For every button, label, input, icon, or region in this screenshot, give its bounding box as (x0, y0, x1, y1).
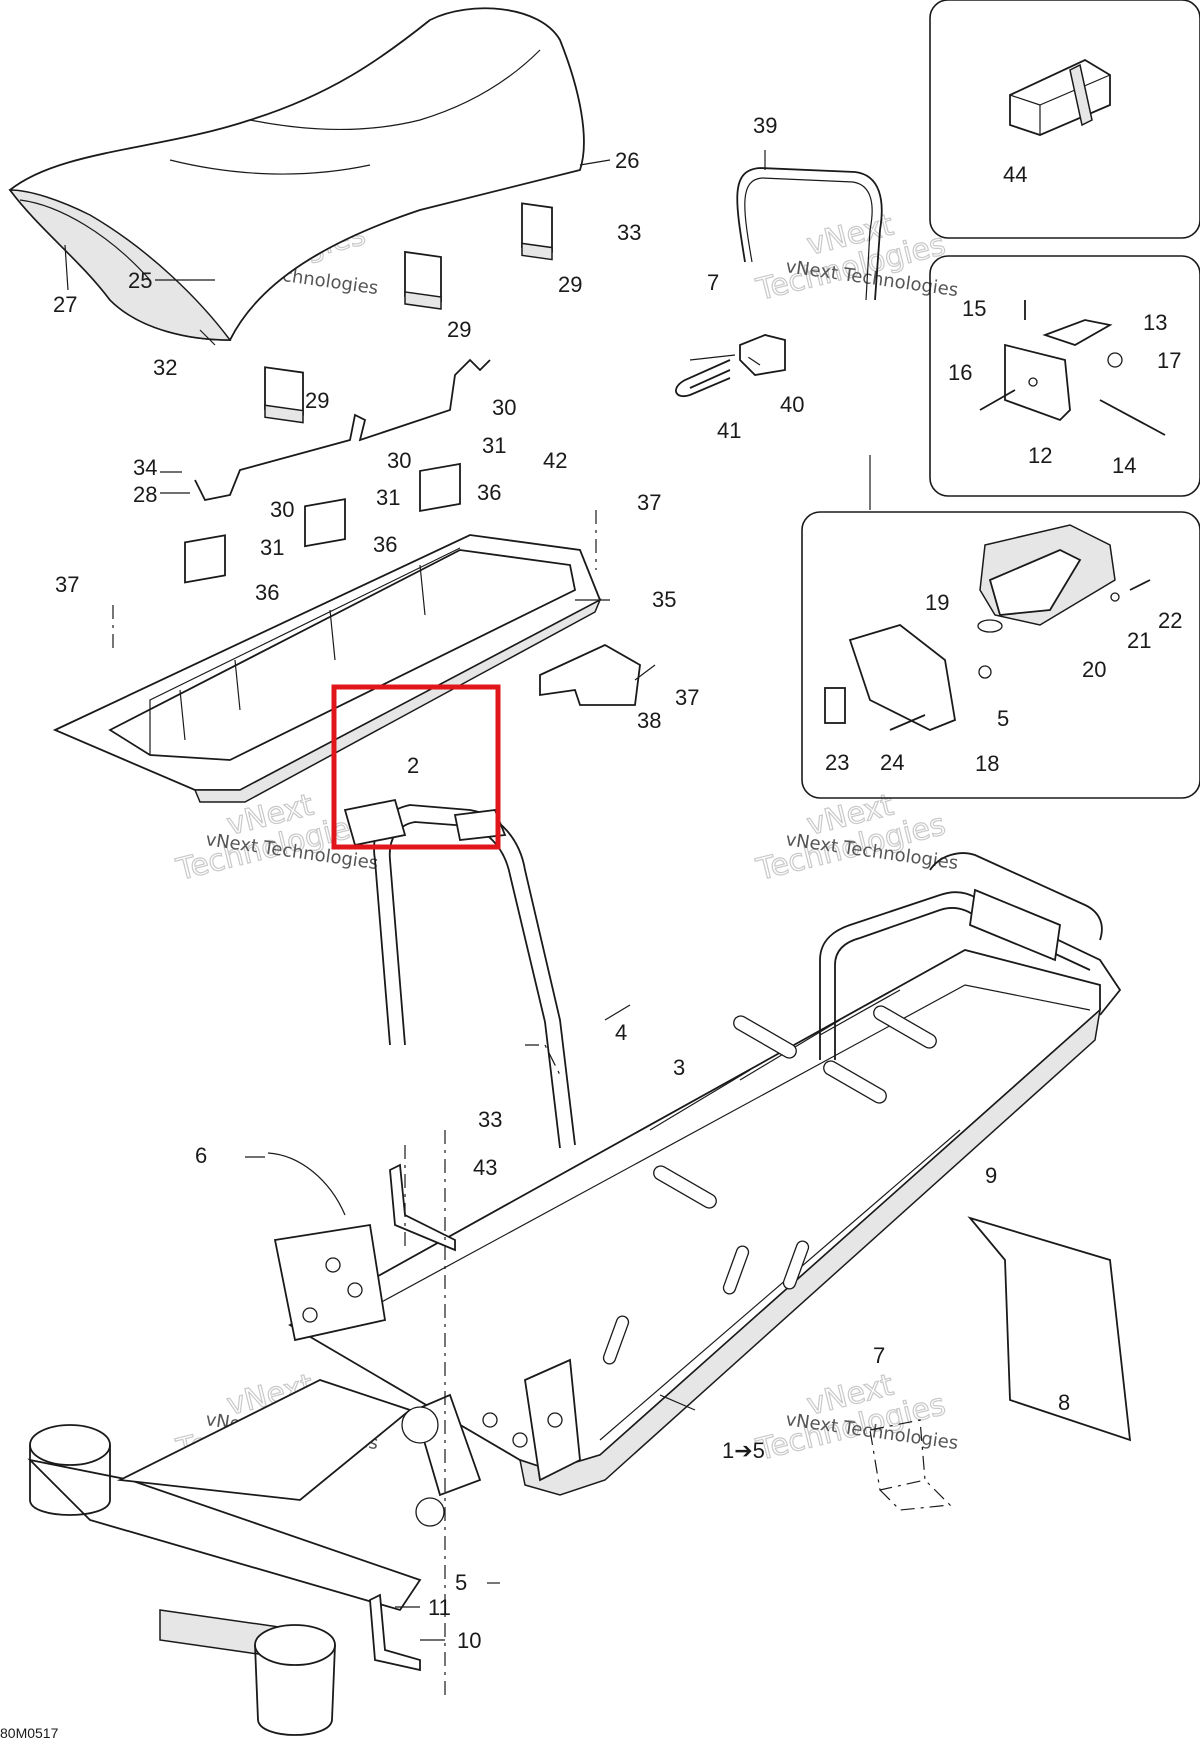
callout-41: 41 (717, 418, 741, 443)
callout-33-top: 33 (617, 220, 641, 245)
callout-30-upper: 30 (492, 395, 516, 420)
callout-2: 2 (407, 753, 419, 778)
callout-23: 23 (825, 750, 849, 775)
callout-21: 21 (1127, 628, 1151, 653)
storage-box (52, 534, 602, 803)
callout-12: 12 (1028, 443, 1052, 468)
latch-36-a (184, 534, 226, 584)
callouts: 1➔5 2 3 4 5 5 6 7 7 8 9 10 11 12 13 14 1… (53, 113, 1182, 1653)
seat-assembly (8, 7, 585, 341)
highlight-box (331, 684, 501, 850)
callout-30-lower: 30 (270, 497, 294, 522)
callout-38: 38 (637, 708, 661, 733)
callout-5-taillight: 5 (997, 706, 1009, 731)
callout-17: 17 (1157, 348, 1181, 373)
callout-37-upper: 37 (637, 490, 661, 515)
hinge-left (264, 366, 304, 424)
inset-panel-item-44 (929, 0, 1200, 239)
callout-14: 14 (1112, 453, 1136, 478)
watermark-top-right: vNext Technologies vNext Technologies (752, 207, 960, 309)
callout-25: 25 (128, 268, 152, 293)
callout-5-frame: 5 (455, 1570, 467, 1595)
rear-bumper (343, 798, 576, 1149)
hinge-middle (404, 250, 442, 310)
latch-36-c (419, 462, 461, 513)
leader-lines (64, 150, 871, 1641)
callout-19: 19 (925, 590, 949, 615)
callout-16: 16 (948, 360, 972, 385)
wire-rod (194, 358, 491, 502)
inset-panel-taillight (801, 511, 1200, 799)
bracket-43 (389, 1163, 456, 1252)
mounting-bracket-assembly (979, 300, 1166, 436)
callout-30-middle: 30 (387, 448, 411, 473)
bracket-40 (739, 334, 786, 376)
chassis-tunnel (288, 949, 1102, 1496)
latch-36-b (304, 498, 346, 548)
callout-29-right: 29 (558, 272, 582, 297)
callout-20: 20 (1082, 657, 1106, 682)
callout-24: 24 (880, 750, 904, 775)
callout-36-middle: 36 (373, 532, 397, 557)
watermark-bottom-right: vNext Technologies vNext Technologies (752, 1367, 960, 1469)
hitch-bracket (869, 1419, 952, 1511)
bracket-38 (539, 643, 641, 706)
callout-7-tunnel: 7 (873, 1343, 885, 1368)
callout-31-middle: 31 (376, 485, 400, 510)
callout-42: 42 (543, 448, 567, 473)
watermark-mid-right: vNext Technologies vNext Technologies (752, 787, 960, 889)
bracket-10 (369, 1593, 421, 1672)
callout-35: 35 (652, 587, 676, 612)
grab-handle (736, 167, 883, 301)
rear-rack (819, 852, 1122, 1060)
callout-37-right: 37 (675, 685, 699, 710)
callout-13: 13 (1143, 310, 1167, 335)
callout-10: 10 (457, 1628, 481, 1653)
callout-6: 6 (195, 1143, 207, 1168)
callout-34: 34 (133, 455, 157, 480)
callout-29-middle: 29 (447, 317, 471, 342)
callout-32: 32 (153, 355, 177, 380)
front-frame (27, 1223, 581, 1736)
callout-27: 27 (53, 292, 77, 317)
callout-18: 18 (975, 751, 999, 776)
callout-1-5: 1➔5 (722, 1438, 765, 1463)
callout-31-upper: 31 (482, 433, 506, 458)
callout-4: 4 (615, 1020, 627, 1045)
callout-33-bottom: 33 (478, 1107, 502, 1132)
inset-panel-items-12-17 (929, 255, 1200, 497)
callout-40: 40 (780, 392, 804, 417)
callout-43: 43 (473, 1155, 497, 1180)
hinge-right (521, 202, 553, 261)
callout-31-lower: 31 (260, 535, 284, 560)
callout-37-left: 37 (55, 572, 79, 597)
callout-28: 28 (133, 482, 157, 507)
item-44-block (1009, 58, 1111, 136)
callout-36-upper: 36 (477, 480, 501, 505)
callout-11: 11 (428, 1595, 451, 1620)
clip-41 (675, 359, 731, 398)
callout-44: 44 (1003, 162, 1027, 187)
callout-9: 9 (985, 1163, 997, 1188)
taillight-assembly (824, 524, 1151, 731)
callout-36-lower: 36 (255, 580, 279, 605)
callout-39: 39 (753, 113, 777, 138)
callout-22: 22 (1158, 608, 1182, 633)
drawing-reference: 80M0517 (0, 1725, 59, 1741)
callout-29-left: 29 (305, 388, 329, 413)
callout-3: 3 (673, 1055, 685, 1080)
assembly-lines (112, 354, 761, 1700)
callout-7-handle: 7 (707, 270, 719, 295)
callout-26: 26 (615, 148, 639, 173)
callout-8: 8 (1058, 1390, 1070, 1415)
snow-flap (967, 1216, 1132, 1442)
callout-15: 15 (962, 296, 986, 321)
